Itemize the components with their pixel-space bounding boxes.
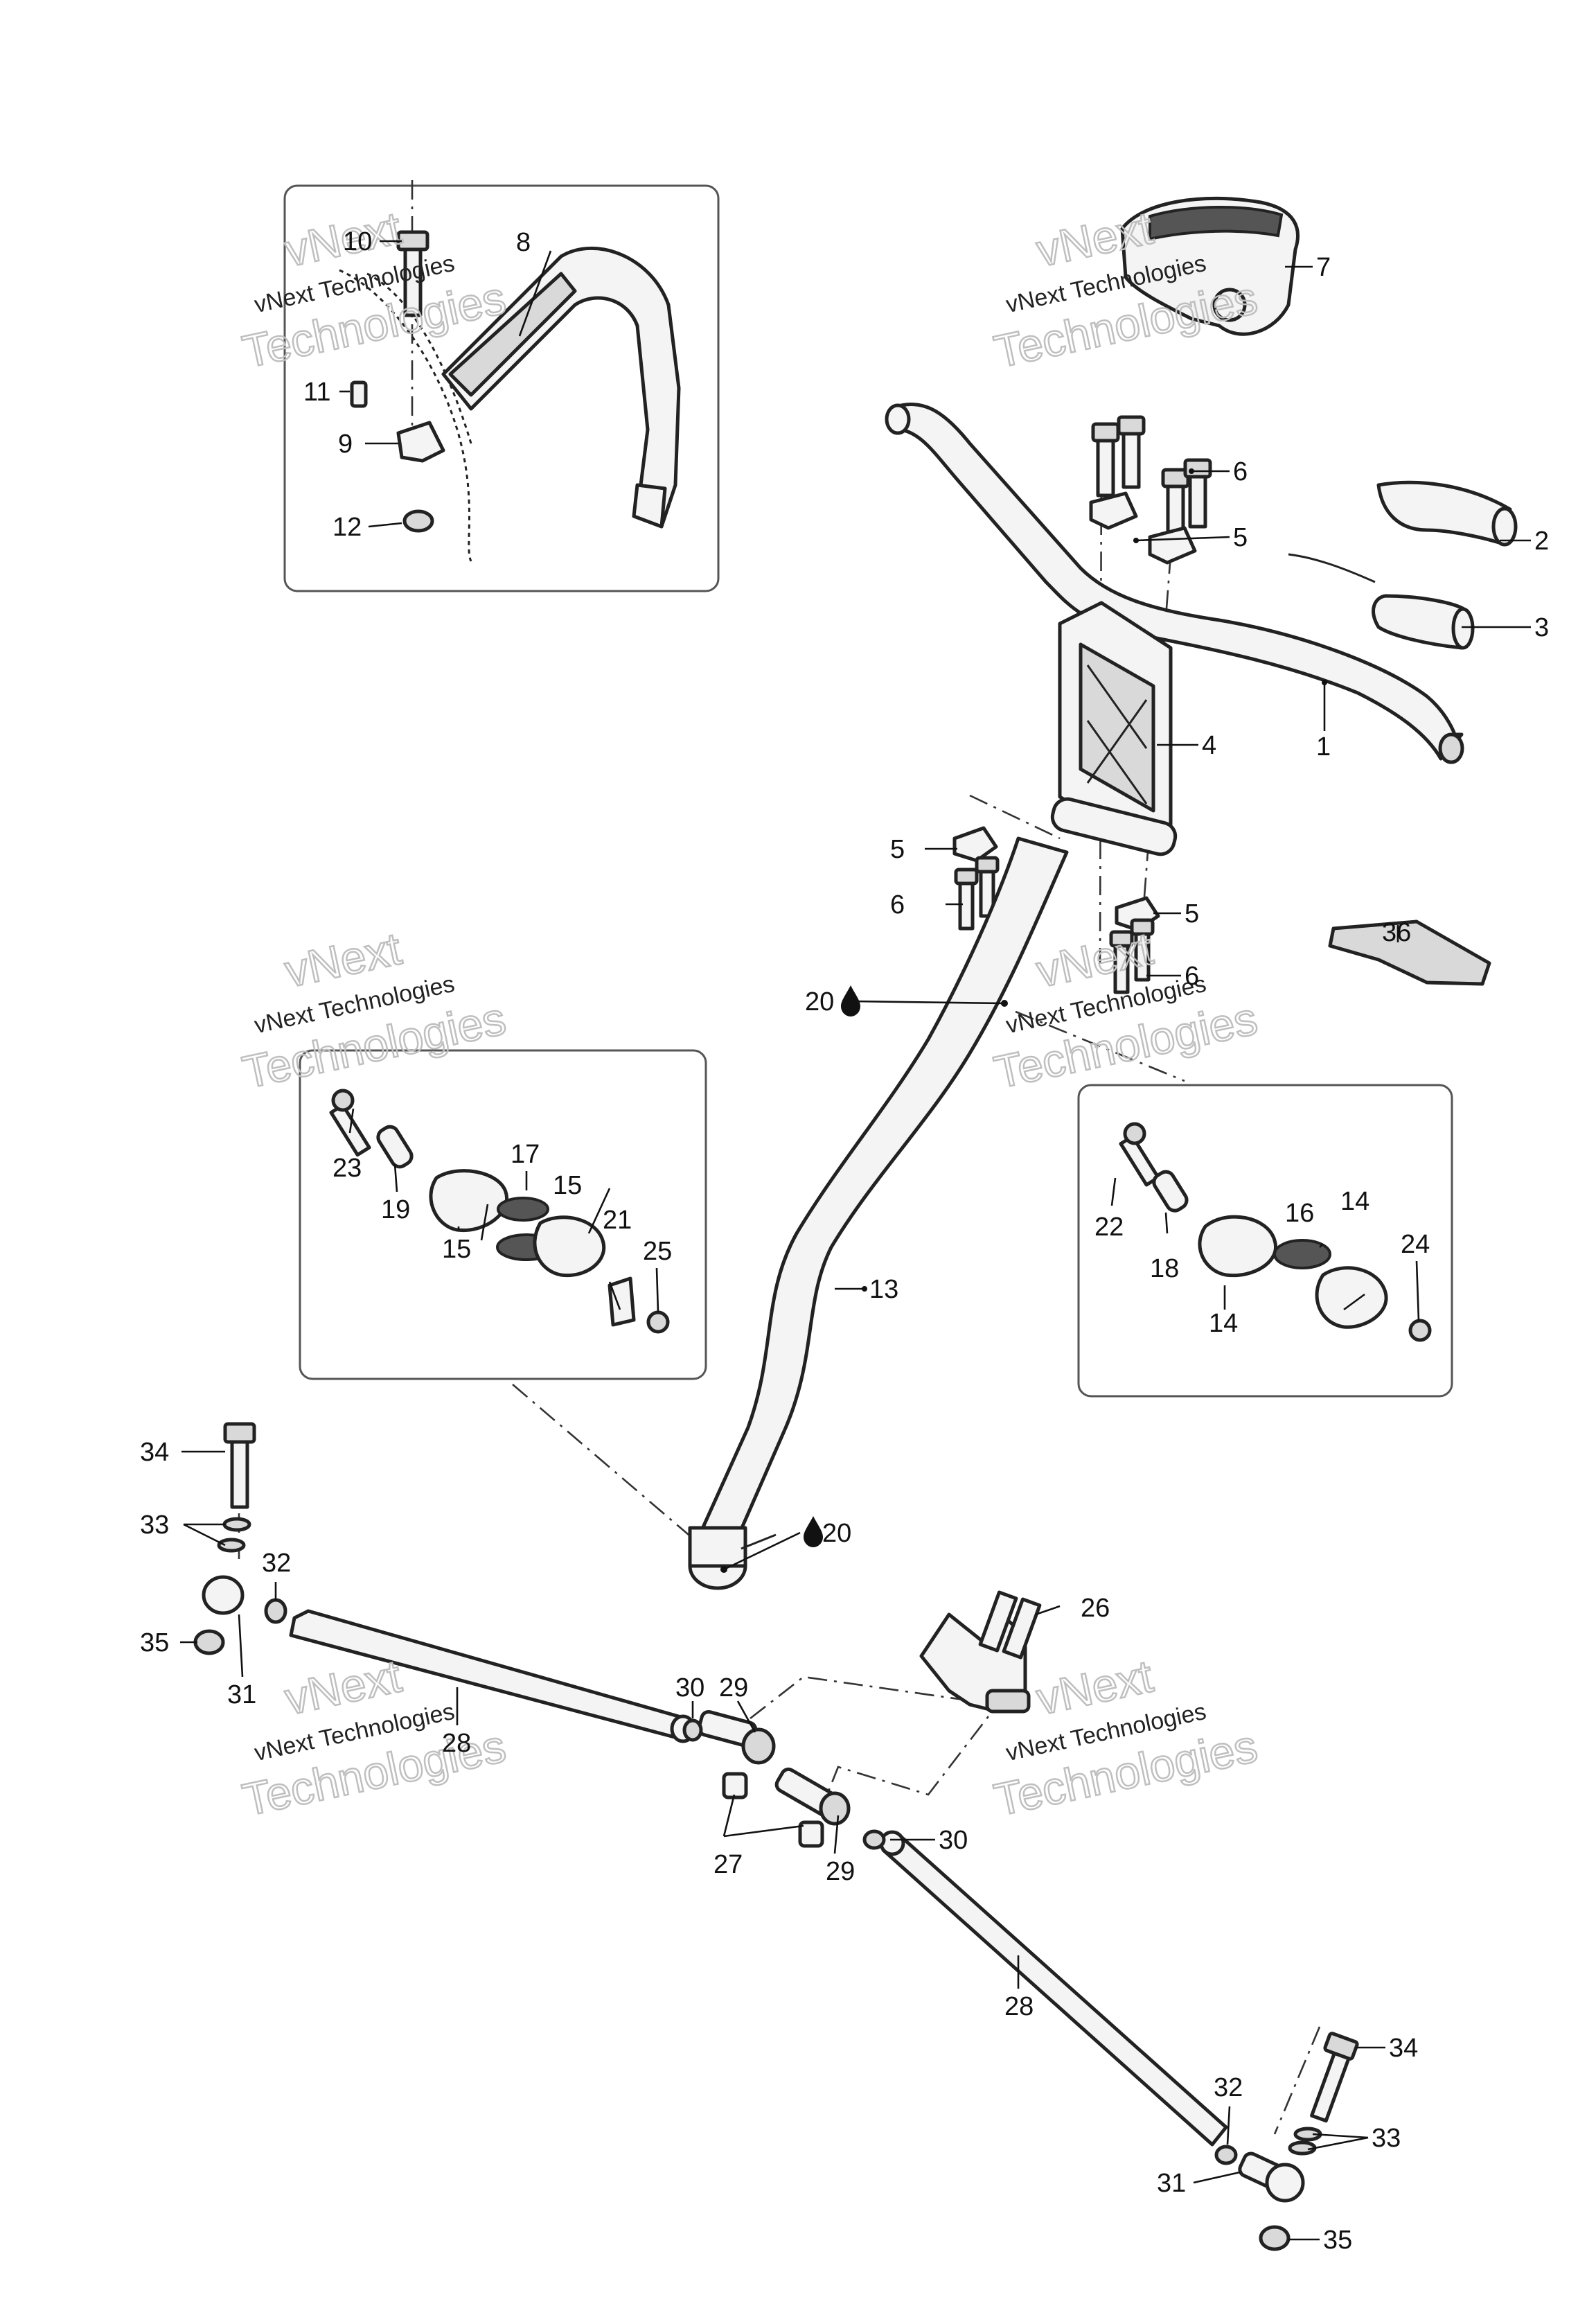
callout-29-left: 29 <box>719 1673 748 1702</box>
callout-8: 8 <box>516 228 531 257</box>
callout-36: 36 <box>1382 918 1411 947</box>
inset-detail-box-top <box>283 184 720 592</box>
callout-10: 10 <box>343 227 372 256</box>
callout-15-right: 15 <box>553 1171 582 1200</box>
inset-handlebar-end <box>339 230 681 562</box>
callout-3: 3 <box>1534 613 1549 642</box>
watermark: vNext vNext Technologies Technologies <box>238 922 511 1099</box>
callout-25: 25 <box>643 1237 672 1266</box>
tie-rod-hardware <box>193 1422 1359 2251</box>
inset-detail-box-right <box>1077 1084 1453 1398</box>
callout-11: 11 <box>303 378 330 407</box>
callout-14-right: 14 <box>1340 1187 1369 1216</box>
callout-26: 26 <box>1081 1594 1110 1623</box>
callout-22: 22 <box>1094 1213 1124 1242</box>
callout-5-right: 5 <box>1185 899 1199 928</box>
callout-14-left: 14 <box>1209 1309 1238 1338</box>
grip-2 <box>1376 480 1518 547</box>
inset-right-bearing-parts <box>1119 1122 1432 1342</box>
callout-33-right: 33 <box>1372 2124 1401 2153</box>
callout-34-left: 34 <box>140 1438 169 1467</box>
assembly-line <box>512 1384 693 1539</box>
riser-clamps-and-bolts <box>952 415 1212 994</box>
callout-4: 4 <box>1202 731 1216 760</box>
steering-riser <box>1050 601 1178 856</box>
callout-29-right: 29 <box>826 1857 855 1886</box>
callout-20-top: 20 <box>805 987 834 1016</box>
assembly-line <box>969 794 1061 840</box>
callout-35-right: 35 <box>1323 2226 1352 2255</box>
callout-12: 12 <box>332 513 362 542</box>
handlebar-bumper <box>441 246 681 529</box>
callout-28-left: 28 <box>442 1729 471 1758</box>
watermark: vNext vNext Technologies Technologies <box>238 201 511 378</box>
callout-17: 17 <box>511 1140 540 1169</box>
tie-rod-right <box>774 1767 1228 2147</box>
callout-32-left: 32 <box>262 1549 291 1578</box>
callout-7: 7 <box>1316 253 1331 282</box>
callout-5-top: 5 <box>1233 523 1248 552</box>
grip-3 <box>1372 594 1475 650</box>
inset-left-bearing-parts <box>329 1089 670 1334</box>
inset-detail-box-left <box>299 1049 707 1380</box>
callout-20-bottom: 20 <box>822 1519 851 1548</box>
oil-drop-icon <box>841 985 860 1016</box>
assembly-line <box>1273 2026 1321 2135</box>
callout-30-left: 30 <box>675 1673 704 1702</box>
callout-18: 18 <box>1150 1254 1179 1283</box>
callout-27: 27 <box>713 1850 743 1879</box>
steering-column <box>688 836 1069 1590</box>
callout-28-right: 28 <box>1004 1992 1034 2021</box>
callout-6-right: 6 <box>1185 962 1199 991</box>
callout-5-left: 5 <box>890 835 905 864</box>
callout-9: 9 <box>338 430 353 459</box>
assembly-line <box>750 1675 1000 1802</box>
plate-36 <box>1328 919 1491 986</box>
callout-13: 13 <box>869 1275 898 1304</box>
leader-dots <box>720 468 1327 1573</box>
callout-6-top: 6 <box>1233 457 1248 486</box>
callout-15-left: 15 <box>442 1235 471 1264</box>
callout-34-right: 34 <box>1389 2034 1418 2063</box>
callout-6-left: 6 <box>890 890 905 919</box>
callouts: 1 2 3 4 5 5 5 6 6 6 7 8 9 10 11 12 13 14… <box>140 227 1549 2255</box>
callout-16: 16 <box>1285 1199 1314 1228</box>
callout-31-left: 31 <box>227 1680 256 1709</box>
callout-21: 21 <box>603 1206 632 1235</box>
clamp-9 <box>396 421 445 463</box>
pitman-bracket <box>919 1590 1042 1714</box>
callout-33-left: 33 <box>140 1511 169 1540</box>
callout-2: 2 <box>1534 527 1549 556</box>
callout-32-right: 32 <box>1214 2073 1243 2102</box>
callout-1: 1 <box>1316 732 1331 762</box>
handlebar <box>885 403 1464 764</box>
callout-24: 24 <box>1401 1230 1430 1259</box>
handlebar-cover <box>1120 196 1300 336</box>
nut-12 <box>402 509 434 533</box>
callout-31-right: 31 <box>1157 2169 1186 2198</box>
callout-35-left: 35 <box>140 1628 169 1657</box>
oil-drop-icon <box>804 1516 823 1547</box>
spacer-11 <box>350 380 368 408</box>
callout-23: 23 <box>332 1154 362 1183</box>
callout-19: 19 <box>381 1195 410 1224</box>
leader-lines <box>180 240 1531 2241</box>
callout-30-right: 30 <box>939 1826 968 1855</box>
assembly-line <box>1015 1010 1185 1082</box>
